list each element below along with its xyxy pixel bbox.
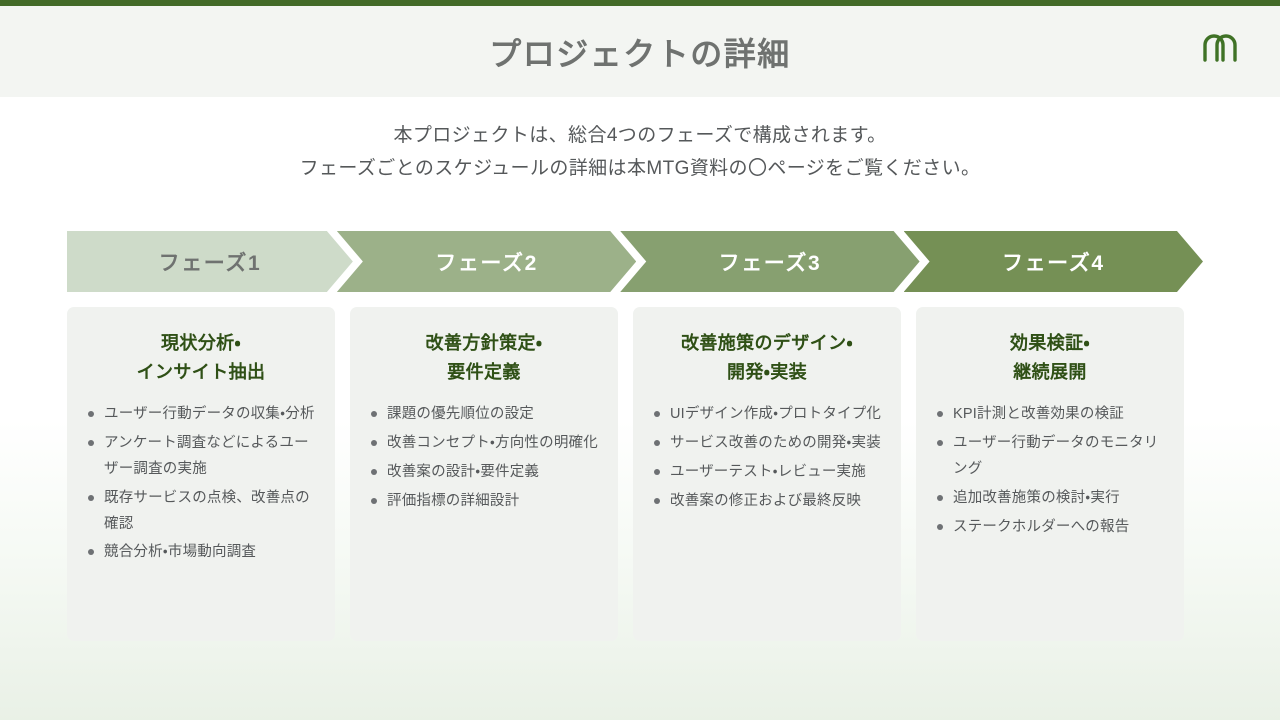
- list-item: ユーザーテスト・レビュー実施: [650, 460, 884, 486]
- phase-card-2-bullet-list: 課題の優先順位の設定 改善コンセプト・方向性の明確化 改善案の設計・要件定義 評…: [367, 402, 601, 517]
- list-item: 改善案の設計・要件定義: [367, 460, 601, 486]
- phase-chip-4[interactable]: フェーズ4: [904, 231, 1203, 292]
- list-item: ステークホルダーへの報告: [933, 515, 1167, 541]
- list-item: UIデザイン作成・プロトタイプ化: [650, 402, 884, 428]
- phase-card-1-title: 現状分析・ インサイト抽出: [84, 329, 318, 387]
- lead-line-1: 本プロジェクトは、総合4つのフェーズで構成されます。: [393, 125, 887, 146]
- phase-card-1-title-line-1: 現状分析・: [160, 333, 242, 353]
- list-item: サービス改善のための開発・実装: [650, 431, 884, 457]
- phase-card-1-title-line-2: インサイト抽出: [136, 362, 266, 383]
- lead-paragraph: 本プロジェクトは、総合4つのフェーズで構成されます。 フェーズごとのスケジュール…: [0, 120, 1280, 185]
- phase-card-1[interactable]: 現状分析・ インサイト抽出 ユーザー行動データの収集・分析 アンケート調査などに…: [67, 307, 335, 641]
- phase-chip-3[interactable]: フェーズ3: [620, 231, 919, 292]
- list-item: KPI計測と改善効果の検証: [933, 402, 1167, 428]
- company-m-logo-icon: [1198, 26, 1242, 70]
- lead-line-2: フェーズごとのスケジュールの詳細は本MTG資料の〇ページをご覧ください。: [299, 157, 981, 179]
- header-band: [0, 6, 1280, 97]
- phase-chip-2[interactable]: フェーズ2: [337, 231, 636, 292]
- list-item: 既存サービスの点検、改善点の確認: [84, 486, 318, 538]
- list-item: ユーザー行動データの収集・分析: [84, 402, 318, 428]
- list-item: 評価指標の詳細設計: [367, 489, 601, 515]
- list-item: 追加改善施策の検討・実行: [933, 486, 1167, 512]
- list-item: 改善コンセプト・方向性の明確化: [367, 431, 601, 457]
- phase-card-1-bullet-list: ユーザー行動データの収集・分析 アンケート調査などによるユーザー調査の実施 既存…: [84, 402, 318, 569]
- list-item: 競合分析・市場動向調査: [84, 540, 318, 566]
- phase-card-3-bullet-list: UIデザイン作成・プロトタイプ化 サービス改善のための開発・実装 ユーザーテスト…: [650, 402, 884, 517]
- phase-chip-3-label: フェーズ3: [718, 251, 822, 275]
- phase-card-2[interactable]: 改善方針策定・ 要件定義 課題の優先順位の設定 改善コンセプト・方向性の明確化 …: [350, 307, 618, 641]
- phase-card-3-title: 改善施策のデザイン・ 開発・実装: [650, 329, 884, 387]
- phase-card-3-title-line-1: 改善施策のデザイン・: [680, 333, 854, 353]
- phase-card-4-bullet-list: KPI計測と改善効果の検証 ユーザー行動データのモニタリング 追加改善施策の検討…: [933, 402, 1167, 543]
- list-item: 課題の優先順位の設定: [367, 402, 601, 428]
- list-item: ユーザー行動データのモニタリング: [933, 431, 1167, 483]
- phase-chip-1[interactable]: フェーズ1: [67, 231, 353, 292]
- phase-card-3-title-line-2: 開発・実装: [726, 362, 808, 383]
- phase-cards-row: 現状分析・ インサイト抽出 ユーザー行動データの収集・分析 アンケート調査などに…: [67, 307, 1186, 641]
- phase-chip-4-label: フェーズ4: [1001, 251, 1105, 275]
- top-accent-bar: [0, 0, 1280, 6]
- phase-card-2-title-line-2: 要件定義: [447, 362, 521, 383]
- phase-arrow-strip: フェーズ1 フェーズ2 フェーズ3 フェーズ4: [67, 231, 1203, 292]
- phase-chip-1-label: フェーズ1: [158, 251, 262, 275]
- phase-chip-2-label: フェーズ2: [435, 251, 538, 275]
- page-title: プロジェクトの詳細: [489, 35, 791, 72]
- phase-card-4[interactable]: 効果検証・ 継続展開 KPI計測と改善効果の検証 ユーザー行動データのモニタリン…: [916, 307, 1184, 641]
- phase-card-4-title-line-1: 効果検証・: [1009, 333, 1091, 353]
- phase-card-2-title-line-1: 改善方針策定・: [425, 333, 543, 353]
- phase-card-2-title: 改善方針策定・ 要件定義: [367, 329, 601, 387]
- list-item: 改善案の修正および最終反映: [650, 489, 884, 515]
- list-item: アンケート調査などによるユーザー調査の実施: [84, 431, 318, 483]
- phase-card-4-title-line-2: 継続展開: [1013, 362, 1087, 383]
- phase-card-3[interactable]: 改善施策のデザイン・ 開発・実装 UIデザイン作成・プロトタイプ化 サービス改善…: [633, 307, 901, 641]
- phase-card-4-title: 効果検証・ 継続展開: [933, 329, 1167, 387]
